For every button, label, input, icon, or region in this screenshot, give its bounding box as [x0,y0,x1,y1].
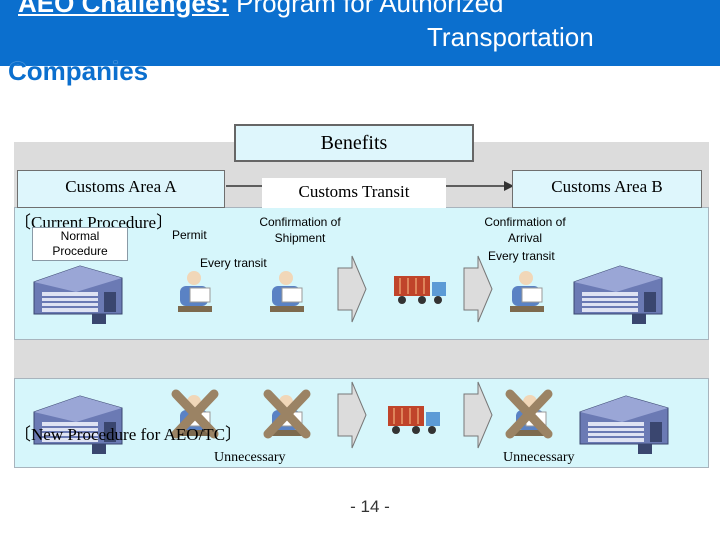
every-transit-label-1: Every transit [200,256,267,270]
slide-title-line3: Companies [8,56,149,86]
truck-icon [394,276,446,304]
cross-mark-icon [505,389,553,439]
slide-title-line2: Transportation [427,22,594,52]
benefits-box: Benefits [234,124,474,162]
warehouse-icon [33,265,123,324]
warehouse-icon [33,395,123,454]
confirmation-shipment-label: Confirmation of Shipment [259,215,341,245]
warehouse-icon [573,265,663,324]
confirmation-arrival-label: Confirmation of Arrival [484,215,566,245]
officer-icon [270,271,304,312]
cross-mark-icon [263,389,311,439]
process-arrow-icon [337,381,367,449]
permit-label: Permit [172,228,207,242]
title-rest: Program for Authorized [228,0,504,18]
unnecessary-label-2: Unnecessary [503,450,575,465]
cross-mark-icon [171,389,219,439]
slide-title-line1: AEO Challenges: Program for Authorized [18,0,504,19]
customs-transit-label: Customs Transit [262,178,446,208]
title-underlined: AEO Challenges: [18,0,229,18]
customs-area-b-box: Customs Area B [512,170,702,208]
process-arrow-icon [463,381,493,449]
unnecessary-label-1: Unnecessary [214,450,286,465]
officer-icon [510,271,544,312]
process-arrow-icon [463,255,493,323]
page-number: - 14 - [350,497,390,516]
normal-procedure-box: Normal Procedure [32,227,128,261]
process-arrow-icon [337,255,367,323]
new-procedure-label: 〔New Procedure for AEO/TC〕 [14,425,243,444]
truck-icon [388,406,440,434]
current-procedure-panel [14,207,709,340]
every-transit-label-2: Every transit [488,249,555,263]
title-bar [0,0,720,66]
customs-area-a-box: Customs Area A [17,170,225,208]
warehouse-icon [579,395,669,454]
officer-icon [178,271,212,312]
